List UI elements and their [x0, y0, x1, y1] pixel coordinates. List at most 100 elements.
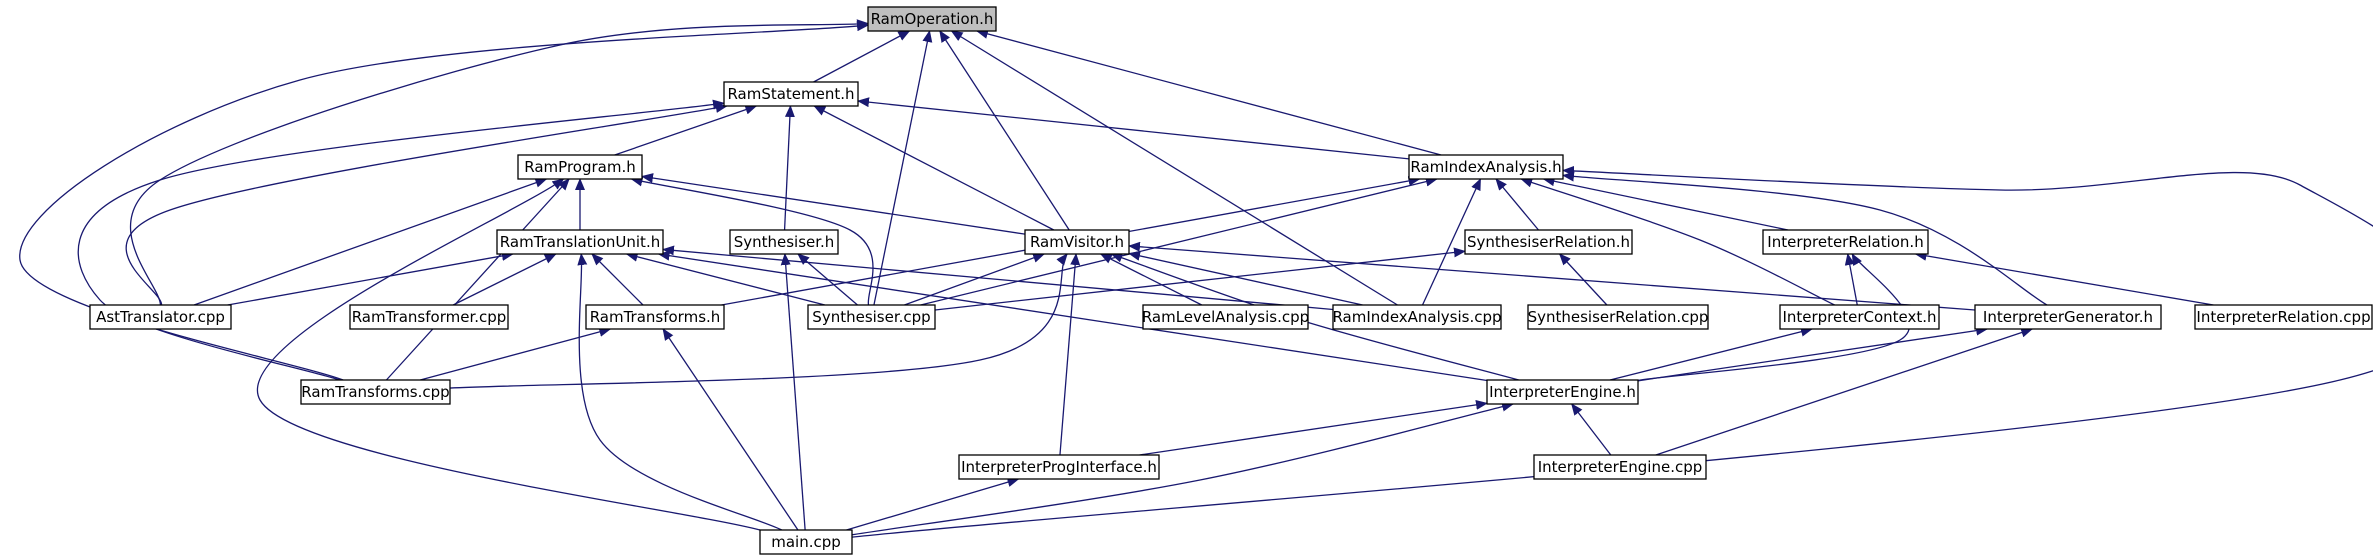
node-synthesiser-relation-h[interactable]: SynthesiserRelation.h [1464, 229, 1633, 255]
node-box [807, 304, 936, 330]
edge-synthesiser-h-to-ram-statement-h [783, 105, 795, 231]
edge-ram-level-analysis-cpp-to-ram-visitor-h [1099, 253, 1203, 306]
edge-synthesiser-cpp-to-ram-translation-unit-h [625, 251, 826, 306]
node-box [759, 529, 853, 555]
node-interpreter-relation-cpp[interactable]: InterpreterRelation.cpp [2194, 304, 2373, 330]
edge-synthesiser-cpp-to-ram-visitor-h [904, 253, 1046, 306]
edge-main-cpp-to-synthesiser-h [780, 253, 806, 531]
edge-main-cpp-to-interpreter-engine-h [851, 401, 1515, 536]
edge-synthesiser-cpp-to-ram-program-h [630, 176, 874, 306]
nodes-layer: RamOperation.hRamStatement.hRamProgram.h… [89, 6, 2373, 555]
edge-ram-transformer-cpp-to-ram-translation-unit-h [452, 253, 557, 306]
node-ram-index-analysis-h[interactable]: RamIndexAnalysis.h [1408, 154, 1564, 180]
node-box [1408, 154, 1564, 180]
edge-interpreter-engine-h-to-interpreter-context-h [1609, 326, 1813, 381]
node-label: SynthesiserRelation.h [1467, 233, 1630, 251]
node-label: RamLevelAnalysis.cpp [1142, 308, 1309, 326]
node-box [1332, 304, 1502, 330]
edge-ram-transforms-cpp-to-ram-transforms-h [420, 327, 612, 381]
node-box [89, 304, 232, 330]
node-synthesiser-h[interactable]: Synthesiser.h [729, 229, 839, 255]
node-ram-transforms-h[interactable]: RamTransforms.h [585, 304, 725, 330]
node-label: RamTransforms.cpp [301, 383, 449, 401]
node-ram-level-analysis-cpp[interactable]: RamLevelAnalysis.cpp [1142, 304, 1309, 330]
node-box [1533, 454, 1707, 480]
node-interpreter-engine-cpp[interactable]: InterpreterEngine.cpp [1533, 454, 1707, 480]
node-ram-transforms-cpp[interactable]: RamTransforms.cpp [300, 379, 451, 405]
edge-interpreter-generator-h-to-ram-index-analysis-h [1562, 171, 2048, 306]
node-interpreter-engine-h[interactable]: InterpreterEngine.h [1486, 379, 1639, 405]
node-box [585, 304, 725, 330]
node-label: RamStatement.h [727, 85, 854, 103]
edge-interpreter-engine-h-to-ram-translation-unit-h [657, 250, 1488, 382]
node-box [1464, 229, 1633, 255]
edge-ram-transforms-cpp-to-ram-program-h [385, 178, 570, 381]
node-box [723, 81, 859, 107]
node-box [1762, 229, 1929, 255]
node-interpreter-context-h[interactable]: InterpreterContext.h [1779, 304, 1940, 330]
node-synthesiser-relation-cpp[interactable]: SynthesiserRelation.cpp [1527, 304, 1709, 330]
edge-ram-transforms-cpp-to-ram-statement-h [77, 99, 725, 381]
edge-main-cpp-to-interpreter-prog-interface-h [846, 477, 1020, 531]
edge-ram-statement-h-to-ram-operation-h [813, 30, 911, 83]
edge-ram-program-h-to-ram-statement-h [614, 104, 758, 156]
node-label: Synthesiser.cpp [812, 308, 930, 326]
node-label: Synthesiser.h [734, 233, 835, 251]
node-label: InterpreterGenerator.h [1983, 308, 2153, 326]
node-interpreter-prog-interface-h[interactable]: InterpreterProgInterface.h [958, 454, 1160, 480]
edge-ram-index-analysis-h-to-ram-statement-h [857, 97, 1410, 160]
edge-interpreter-context-h-to-interpreter-relation-h [1844, 253, 1858, 306]
node-ast-translator-cpp[interactable]: AstTranslator.cpp [89, 304, 232, 330]
node-box [729, 229, 839, 255]
edges-layer [19, 19, 2373, 538]
node-box [517, 154, 643, 180]
edge-ram-visitor-h-to-ram-operation-h [939, 30, 1070, 231]
node-box [300, 379, 451, 405]
node-label: InterpreterEngine.h [1489, 383, 1636, 401]
edge-synthesiser-cpp-to-ram-index-analysis-h [920, 176, 1438, 306]
edge-interpreter-engine-cpp-to-interpreter-engine-h [1571, 403, 1612, 456]
node-box [496, 229, 664, 255]
node-interpreter-generator-h[interactable]: InterpreterGenerator.h [1974, 304, 2162, 330]
node-label: RamTransforms.h [590, 308, 721, 326]
node-label: RamVisitor.h [1030, 233, 1124, 251]
node-label: InterpreterProgInterface.h [961, 458, 1157, 476]
node-ram-transformer-cpp[interactable]: RamTransformer.cpp [349, 304, 509, 330]
edge-interpreter-prog-interface-h-to-interpreter-engine-h [1139, 399, 1488, 456]
node-label: InterpreterEngine.cpp [1538, 458, 1703, 476]
edge-interpreter-relation-h-to-ram-index-analysis-h [1542, 176, 1789, 231]
node-ram-translation-unit-h[interactable]: RamTranslationUnit.h [496, 229, 664, 255]
node-main-cpp[interactable]: main.cpp [759, 529, 853, 555]
edge-ast-translator-cpp-to-ram-translation-unit-h [227, 251, 514, 306]
edge-main-cpp-to-ram-program-h [256, 178, 761, 531]
edge-interpreter-engine-h-to-interpreter-generator-h [1637, 325, 1989, 382]
edge-ram-index-analysis-cpp-to-ram-index-analysis-h [1421, 178, 1482, 306]
edge-ram-transforms-h-to-ram-translation-unit-h [591, 253, 644, 306]
node-ram-program-h[interactable]: RamProgram.h [517, 154, 643, 180]
node-label: RamTranslationUnit.h [500, 233, 660, 251]
node-label: InterpreterRelation.h [1767, 233, 1923, 251]
edge-ram-visitor-h-to-ram-statement-h [813, 105, 1055, 231]
edge-ram-transforms-cpp-to-ram-visitor-h [449, 253, 1068, 389]
edge-synthesiser-cpp-to-synthesiser-relation-h [934, 247, 1466, 311]
edge-synthesiser-cpp-to-synthesiser-h [797, 253, 858, 306]
node-ram-operation-h[interactable]: RamOperation.h [867, 6, 997, 32]
node-label: AstTranslator.cpp [96, 308, 225, 326]
node-label: SynthesiserRelation.cpp [1528, 308, 1709, 326]
node-box [1024, 229, 1130, 255]
node-ram-statement-h[interactable]: RamStatement.h [723, 81, 859, 107]
edge-synthesiser-relation-h-to-ram-index-analysis-h [1495, 178, 1539, 231]
node-box [2194, 304, 2373, 330]
edge-ram-visitor-h-to-ram-program-h [641, 173, 1026, 235]
node-ram-index-analysis-cpp[interactable]: RamIndexAnalysis.cpp [1332, 304, 1502, 330]
edge-ram-index-analysis-cpp-to-ram-visitor-h [1128, 250, 1363, 306]
edge-ram-index-analysis-cpp-to-ram-translation-unit-h [662, 245, 1334, 311]
node-synthesiser-cpp[interactable]: Synthesiser.cpp [807, 304, 936, 330]
node-interpreter-relation-h[interactable]: InterpreterRelation.h [1762, 229, 1929, 255]
edge-main-cpp-to-ram-index-analysis-h [851, 165, 2373, 538]
edge-main-cpp-to-ram-transforms-h [662, 328, 799, 531]
node-ram-visitor-h[interactable]: RamVisitor.h [1024, 229, 1130, 255]
node-box [1779, 304, 1940, 330]
edge-ast-translator-cpp-to-ram-operation-h [129, 19, 869, 306]
